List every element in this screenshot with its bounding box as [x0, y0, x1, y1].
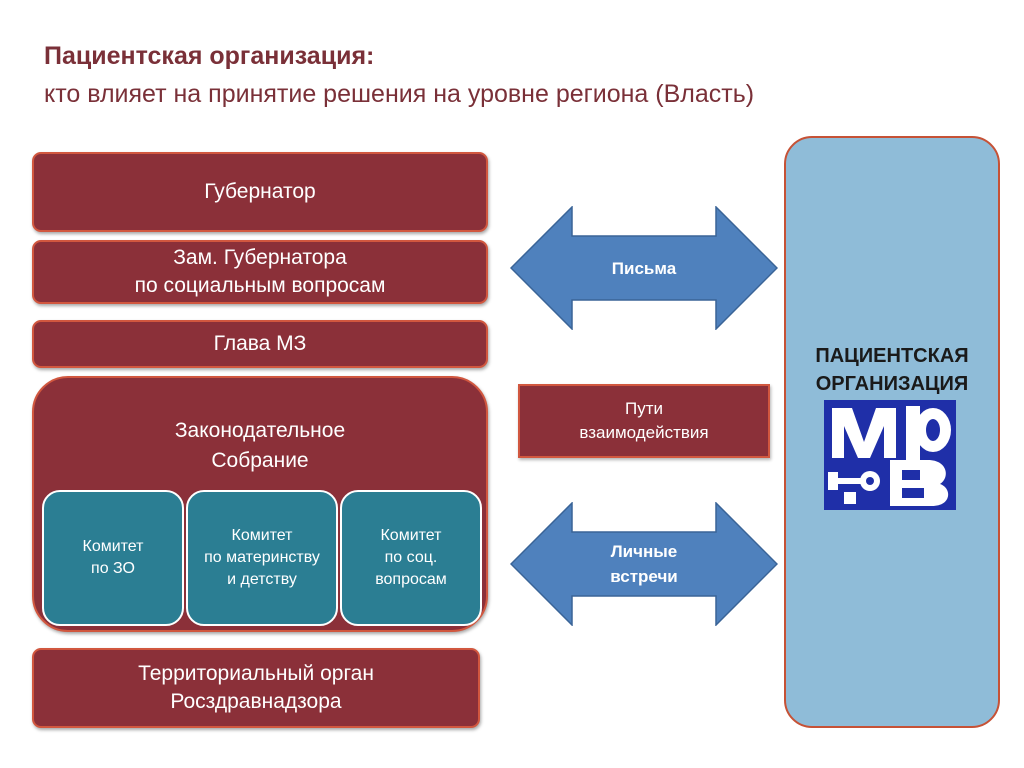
- double-arrow-icon: [509, 501, 779, 627]
- ways-of-interaction-box: Пути взаимодействия: [518, 384, 770, 458]
- patient-organization-label: ПАЦИЕНТСКАЯ ОРГАНИЗАЦИЯ: [815, 345, 969, 395]
- legislative-assembly-label: Законодательное Собрание: [174, 419, 346, 472]
- mfb-logo-icon: [824, 400, 956, 510]
- health-ministry-head-label: Глава МЗ: [213, 332, 307, 355]
- roszdravnadzor-label: Территориальный орган Росздравнадзора: [138, 662, 374, 713]
- meetings-arrow: Личные встречи: [509, 501, 779, 627]
- letters-arrow: Письма: [509, 205, 779, 331]
- letters-label: Письма: [611, 259, 677, 278]
- deputy-governor-label: Зам. Губернатора по социальным вопросам: [134, 246, 386, 297]
- roszdravnadzor-box: Территориальный орган Росздравнадзора: [32, 648, 480, 728]
- committee-social: Комитет по соц. вопросам: [340, 490, 482, 626]
- deputy-governor-box: Зам. Губернатора по социальным вопросам: [32, 240, 488, 304]
- double-arrow-icon: [509, 205, 779, 331]
- committee-health: Комитет по ЗО: [42, 490, 184, 626]
- health-ministry-head-box: Глава МЗ: [32, 320, 488, 368]
- legislative-assembly-box: Законодательное Собрание Комитет по ЗО К…: [32, 376, 488, 632]
- page-subtitle: кто влияет на принятие решения на уровне…: [44, 80, 755, 108]
- governor-label: Губернатор: [204, 180, 316, 203]
- patient-organization-box: ПАЦИЕНТСКАЯ ОРГАНИЗАЦИЯ: [784, 136, 1000, 728]
- page-title: Пациентская организация:: [44, 42, 375, 70]
- committee-maternity: Комитет по материнству и детству: [186, 490, 338, 626]
- meetings-label: Личные встречи: [610, 542, 678, 586]
- governor-box: Губернатор: [32, 152, 488, 232]
